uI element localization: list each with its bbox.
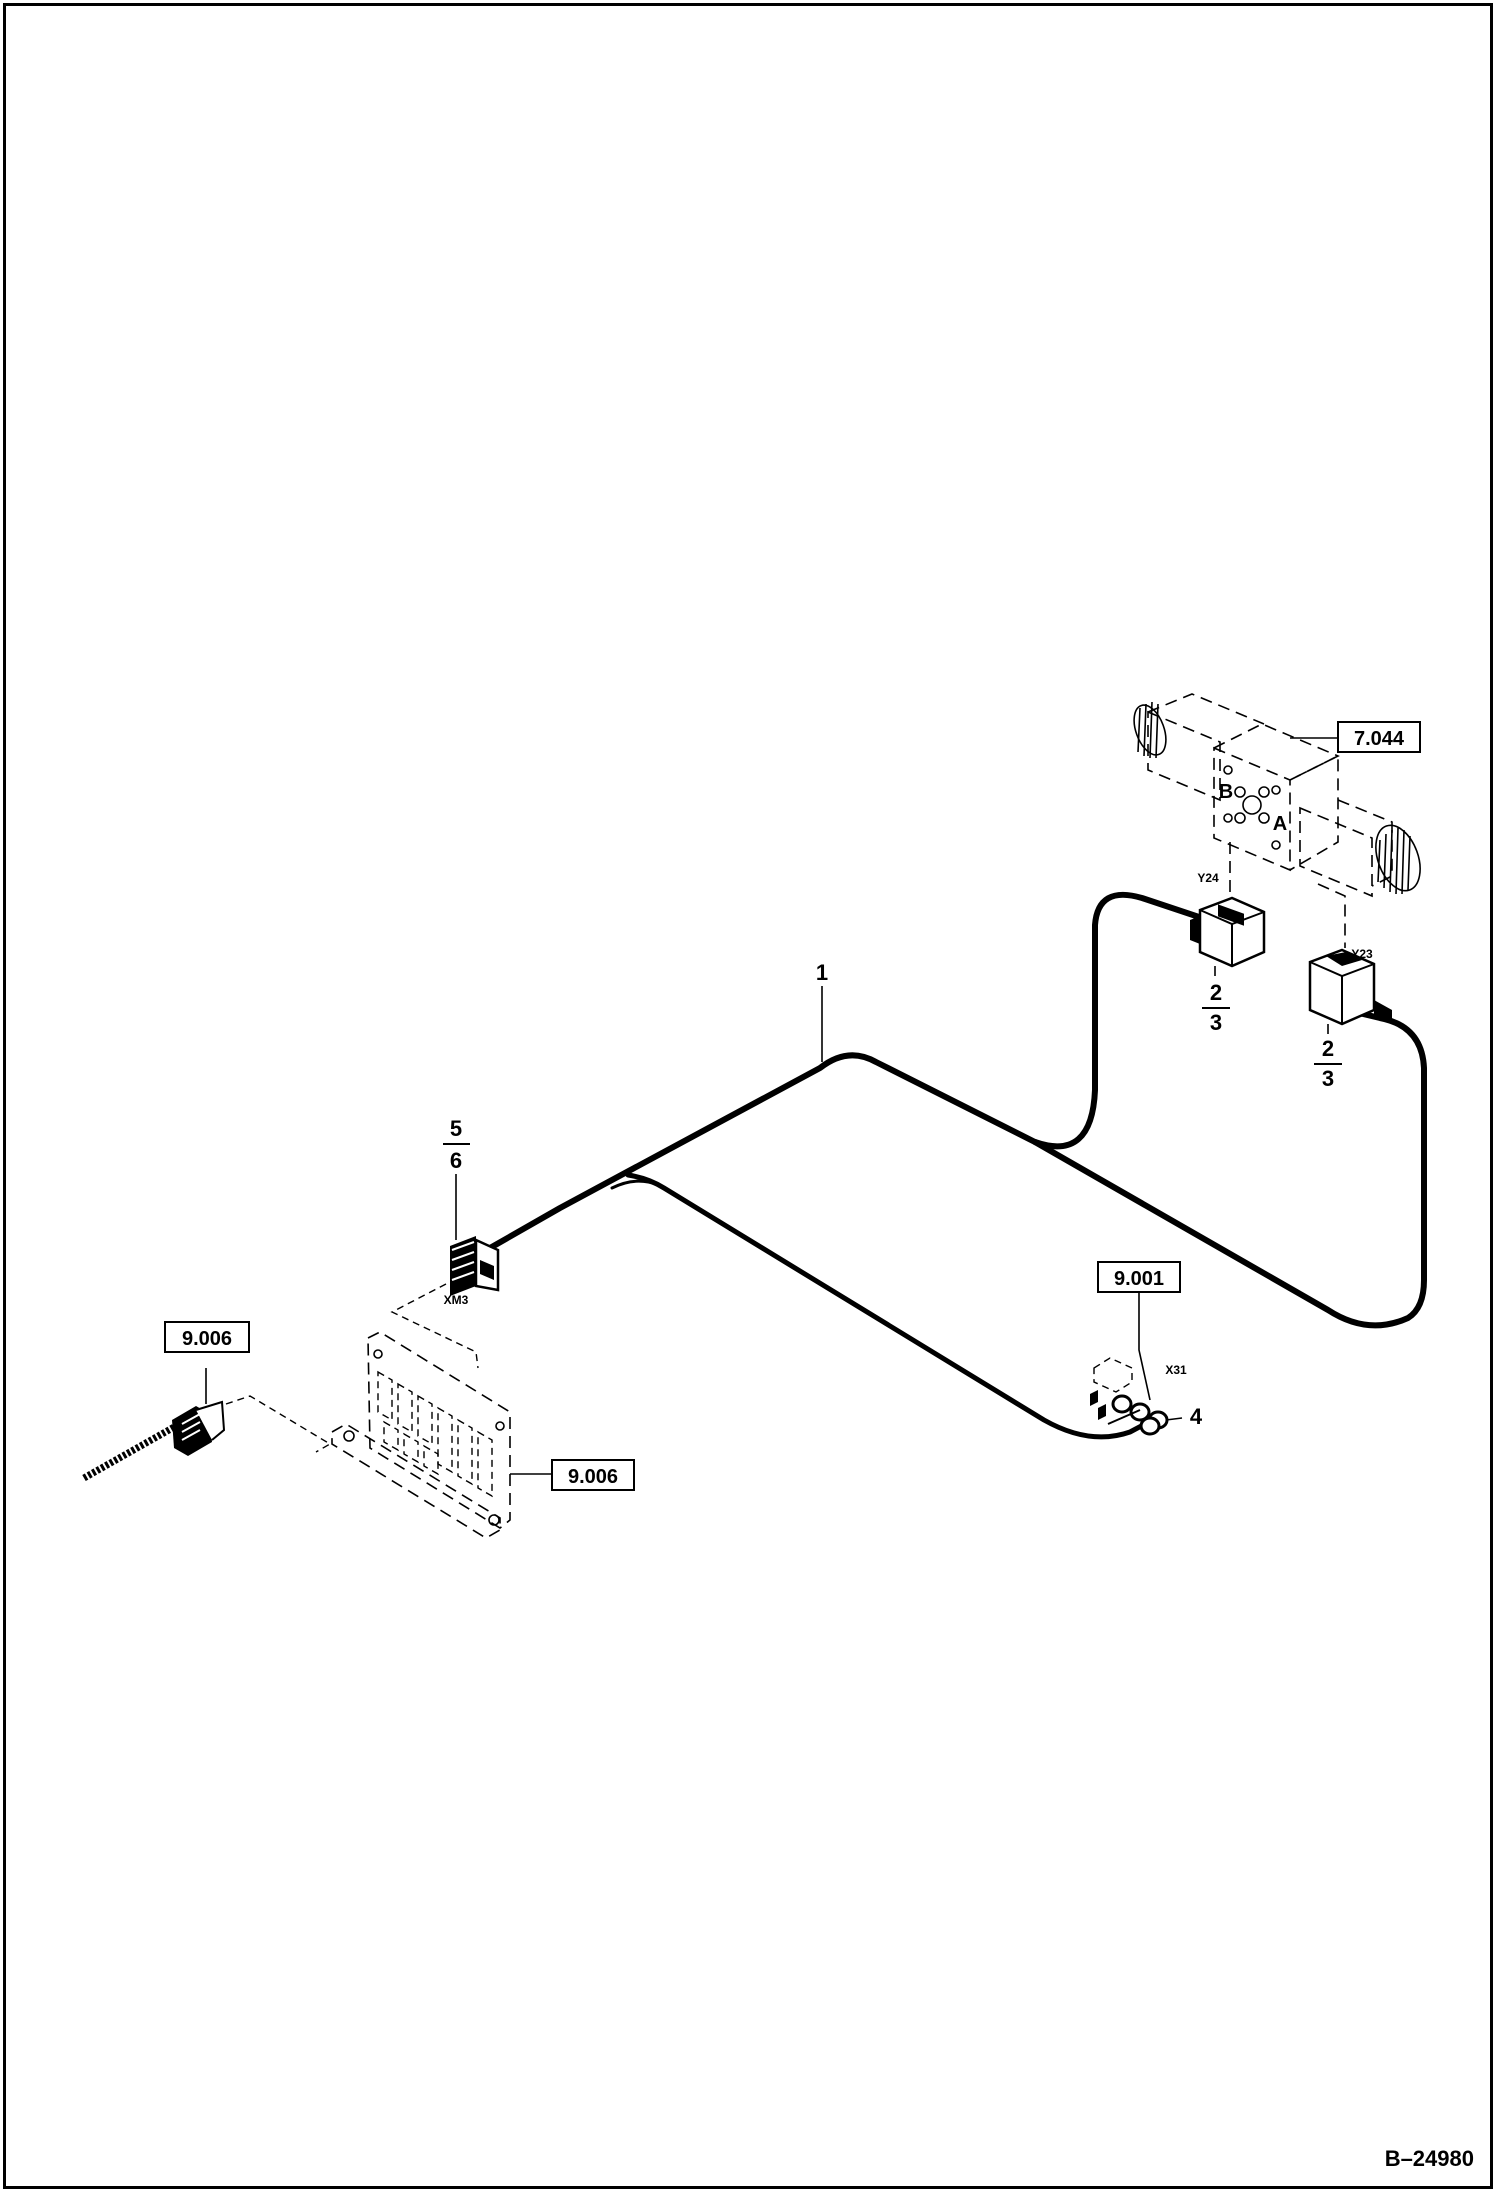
x31-ref-box xyxy=(1097,1261,1181,1293)
y23-label: Y23 xyxy=(1351,947,1373,961)
item-1-label: 1 xyxy=(816,960,828,985)
fuse-panel-ref-box xyxy=(551,1459,635,1491)
port-b-label: B xyxy=(1219,781,1233,803)
y24-label: Y24 xyxy=(1197,871,1219,885)
y24-connector xyxy=(1190,896,1266,968)
valve-ref-label: 7.044 xyxy=(1354,728,1405,750)
x31-label: X31 xyxy=(1165,1363,1187,1377)
fuse-panel-ref-label: 9.006 xyxy=(568,1466,618,1488)
y23-link xyxy=(1317,883,1346,948)
x31-leader xyxy=(1138,1292,1151,1401)
harness-trunk xyxy=(487,1052,1038,1251)
y23-connector xyxy=(1308,948,1392,1026)
y23-fraction-bottom: 3 xyxy=(1322,1066,1334,1091)
harness-branch-y23 xyxy=(1032,1009,1427,1329)
y24-fraction-top: 2 xyxy=(1210,980,1222,1005)
figure-id: B–24980 xyxy=(1385,2146,1474,2171)
left-solenoid-knob xyxy=(1133,704,1167,756)
valve-ref-box xyxy=(1337,721,1421,753)
item-4-label: 4 xyxy=(1190,1404,1203,1429)
left-plug xyxy=(82,1400,226,1482)
xm3-fraction-bottom: 6 xyxy=(450,1148,462,1173)
fuse-panel-bracket xyxy=(331,1423,501,1539)
directional-valve xyxy=(1133,693,1421,898)
fuse-panel xyxy=(331,1331,554,1539)
left-plug-wire xyxy=(82,1422,178,1482)
item-4-leader xyxy=(1165,1417,1183,1421)
harness-branch-y24 xyxy=(1032,891,1205,1150)
y23-fraction-top: 2 xyxy=(1322,1036,1334,1061)
left-plug-link xyxy=(225,1395,332,1453)
left-plug-ref-box xyxy=(164,1321,250,1353)
x31-ref-label: 9.001 xyxy=(1114,1268,1164,1290)
port-a-label: A xyxy=(1273,813,1287,835)
harness-junction xyxy=(610,1179,660,1190)
y24-fraction-bottom: 3 xyxy=(1210,1010,1222,1035)
harness-branch-x31 xyxy=(625,1172,1165,1440)
fuse-panel-outline xyxy=(367,1331,511,1529)
x31-connector xyxy=(1090,1357,1169,1436)
left-plug-ref-label: 9.006 xyxy=(182,1328,232,1350)
harness-cable xyxy=(487,891,1427,1440)
xm3-connector xyxy=(450,1236,500,1296)
xm3-fraction-top: 5 xyxy=(450,1116,462,1141)
xm3-link xyxy=(390,1283,479,1369)
drawing-frame xyxy=(3,3,1493,2189)
xm3-label: XM3 xyxy=(444,1293,469,1307)
